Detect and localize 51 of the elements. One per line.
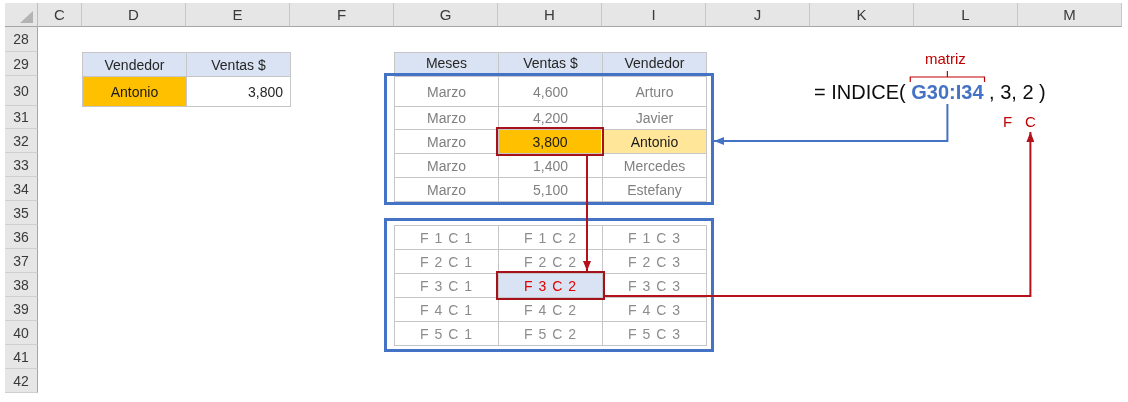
row-header: 35 [5, 201, 38, 225]
arrow [604, 131, 1035, 297]
row-header: 28 [5, 27, 38, 52]
row-header: 31 [5, 106, 38, 129]
formula-text: = INDICE( G30:I34 , 3, 2 ) [814, 80, 1046, 104]
row-header: 41 [5, 345, 38, 369]
column-header: J [706, 3, 810, 27]
row-header: 34 [5, 177, 38, 201]
table-cell: F 1 C 3 [602, 225, 707, 250]
column-header: G [394, 3, 498, 27]
range-outline [384, 73, 714, 205]
row-header: 30 [5, 76, 38, 106]
column-header: F [290, 3, 394, 27]
column-header: C [38, 3, 82, 27]
row-header: 36 [5, 225, 38, 249]
header-cell: Meses [394, 52, 499, 74]
range-outline [384, 218, 714, 352]
header-cell: Vendedor [602, 52, 707, 74]
table-cell: Arturo [602, 76, 707, 107]
column-header: D [82, 3, 186, 27]
table-cell: 3,800 [186, 76, 291, 107]
table-cell: Estefany [602, 177, 707, 202]
table-cell: F 1 C 1 [394, 225, 499, 250]
column-header: E [186, 3, 290, 27]
row-header: 29 [5, 52, 38, 76]
index-letter: F [1003, 113, 1013, 131]
column-header: K [810, 3, 914, 27]
row-header: 32 [5, 129, 38, 153]
header-cell: Vendedor [82, 52, 187, 77]
index-letter: C [1025, 113, 1036, 131]
table-cell: Marzo [394, 177, 499, 202]
header-cell: Ventas $ [498, 52, 603, 74]
table-cell: F 5 C 1 [394, 321, 499, 346]
column-header: M [1018, 3, 1122, 27]
highlighted-cell: Antonio [82, 76, 187, 107]
row-header: 40 [5, 321, 38, 345]
row-header: 42 [5, 369, 38, 393]
column-header: H [498, 3, 602, 27]
row-header: 39 [5, 297, 38, 321]
table-cell: F 5 C 3 [602, 321, 707, 346]
row-header: 38 [5, 273, 38, 297]
arrow [713, 103, 949, 145]
annotation-label: matriz [925, 50, 966, 68]
row-header: 37 [5, 249, 38, 273]
column-header: I [602, 3, 706, 27]
highlighted-cell: Antonio [602, 129, 707, 154]
header-cell: Ventas $ [186, 52, 291, 77]
table-cell: Marzo [394, 76, 499, 107]
arrow [583, 155, 591, 272]
row-header: 33 [5, 153, 38, 177]
column-header: L [914, 3, 1018, 27]
